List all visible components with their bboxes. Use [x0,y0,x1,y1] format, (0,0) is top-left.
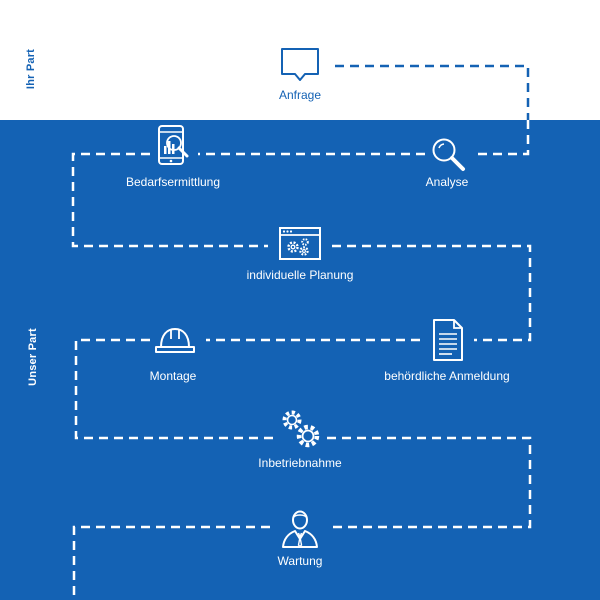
step-label-anmeldung: behördliche Anmeldung [384,369,510,383]
customer-part-section [0,0,600,120]
path-segment-right-2 [327,436,532,529]
step-label-anfrage: Anfrage [278,88,322,102]
company-part-section [0,120,600,600]
path-segment-left-3 [72,525,270,600]
path-segment-analyse [478,120,530,156]
person-icon [282,510,318,548]
step-label-analyse: Analyse [425,175,469,189]
tablet-chart-icon [158,125,189,165]
magnifier-icon [432,138,465,171]
path-segment-right-1 [332,244,532,342]
step-label-montage: Montage [149,369,197,383]
browser-gears-icon [279,227,321,260]
gears-icon [282,410,320,448]
path-segment-anfrage [335,64,530,120]
document-icon [433,319,463,361]
step-label-bedarfsermittlung: Bedarfsermittlung [125,175,221,189]
path-segment-left-1 [71,152,268,248]
hard-hat-icon [155,327,195,353]
step-label-inbetriebnahme: Inbetriebnahme [258,456,342,470]
step-label-planung: individuelle Planung [246,268,354,282]
step-label-wartung: Wartung [277,554,323,568]
path-segment-left-2 [74,338,275,440]
speech-bubble-icon [281,48,319,81]
